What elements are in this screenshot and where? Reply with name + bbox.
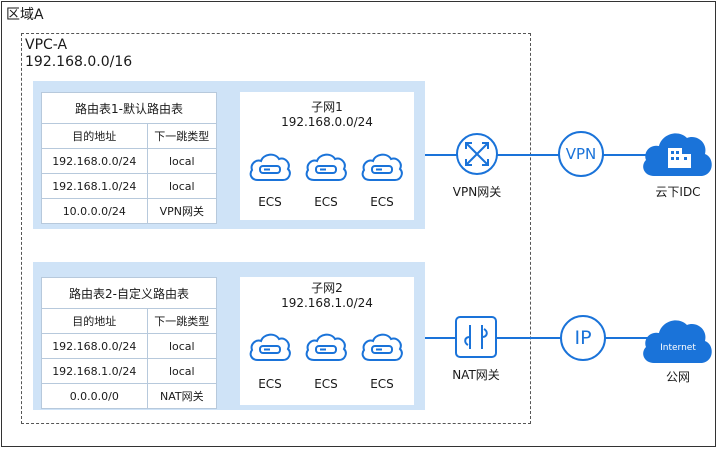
ecs-label: ECS — [258, 377, 282, 391]
table-cell: NAT网关 — [146, 383, 218, 409]
vpn-gateway-icon — [456, 133, 498, 175]
vpn-connection-icon — [558, 131, 604, 177]
eip-icon — [560, 315, 606, 361]
region-label: 区域A — [6, 7, 44, 23]
table-header: 下一跳类型 — [146, 308, 218, 334]
internet-cloud-icon — [643, 320, 712, 363]
eip-badge-text: IP — [574, 327, 592, 349]
table-cell: local — [146, 148, 218, 174]
ecs-label: ECS — [258, 195, 282, 209]
public-network-label: 公网 — [665, 370, 690, 384]
route-table-2: 路由表2-自定义路由表 目的地址 下一跳类型 192.168.0.0/24 lo… — [41, 277, 218, 409]
route-table-title: 路由表2-自定义路由表 — [41, 277, 217, 309]
table-cell: local — [146, 333, 218, 359]
vpc-container — [21, 33, 531, 424]
vpc-name: VPC-A — [25, 37, 68, 53]
idc-cloud-icon — [643, 133, 712, 176]
route-table-title: 路由表1-默认路由表 — [41, 92, 217, 124]
internet-label: Internet — [660, 343, 696, 353]
idc-label: 云下IDC — [655, 185, 701, 199]
ecs-label: ECS — [314, 195, 338, 209]
route-table-1: 路由表1-默认路由表 目的地址 下一跳类型 192.168.0.0/24 loc… — [41, 92, 218, 224]
vpc-cidr: 192.168.0.0/16 — [25, 54, 133, 70]
table-cell: 192.168.0.0/24 — [41, 148, 148, 174]
ecs-label: ECS — [370, 195, 394, 209]
vpn-gateway-label: VPN网关 — [452, 185, 502, 199]
nat-gateway-label: NAT网关 — [452, 368, 500, 382]
subnet-cidr: 192.168.0.0/24 — [281, 115, 373, 129]
ecs-label: ECS — [370, 377, 394, 391]
ecs-label: ECS — [314, 377, 338, 391]
subnet-name: 子网1 — [311, 100, 343, 114]
subnet-cidr: 192.168.1.0/24 — [281, 296, 373, 310]
vpc-label: VPC-A 192.168.0.0/16 — [25, 37, 132, 71]
table-cell: 10.0.0.0/24 — [41, 198, 148, 224]
vpn-badge-text: VPN — [565, 145, 597, 163]
nat-gateway-icon — [455, 316, 497, 358]
table-cell: 192.168.1.0/24 — [41, 358, 148, 384]
subnet-name: 子网2 — [311, 281, 343, 295]
table-cell: local — [146, 173, 218, 199]
table-cell: VPN网关 — [146, 198, 218, 224]
